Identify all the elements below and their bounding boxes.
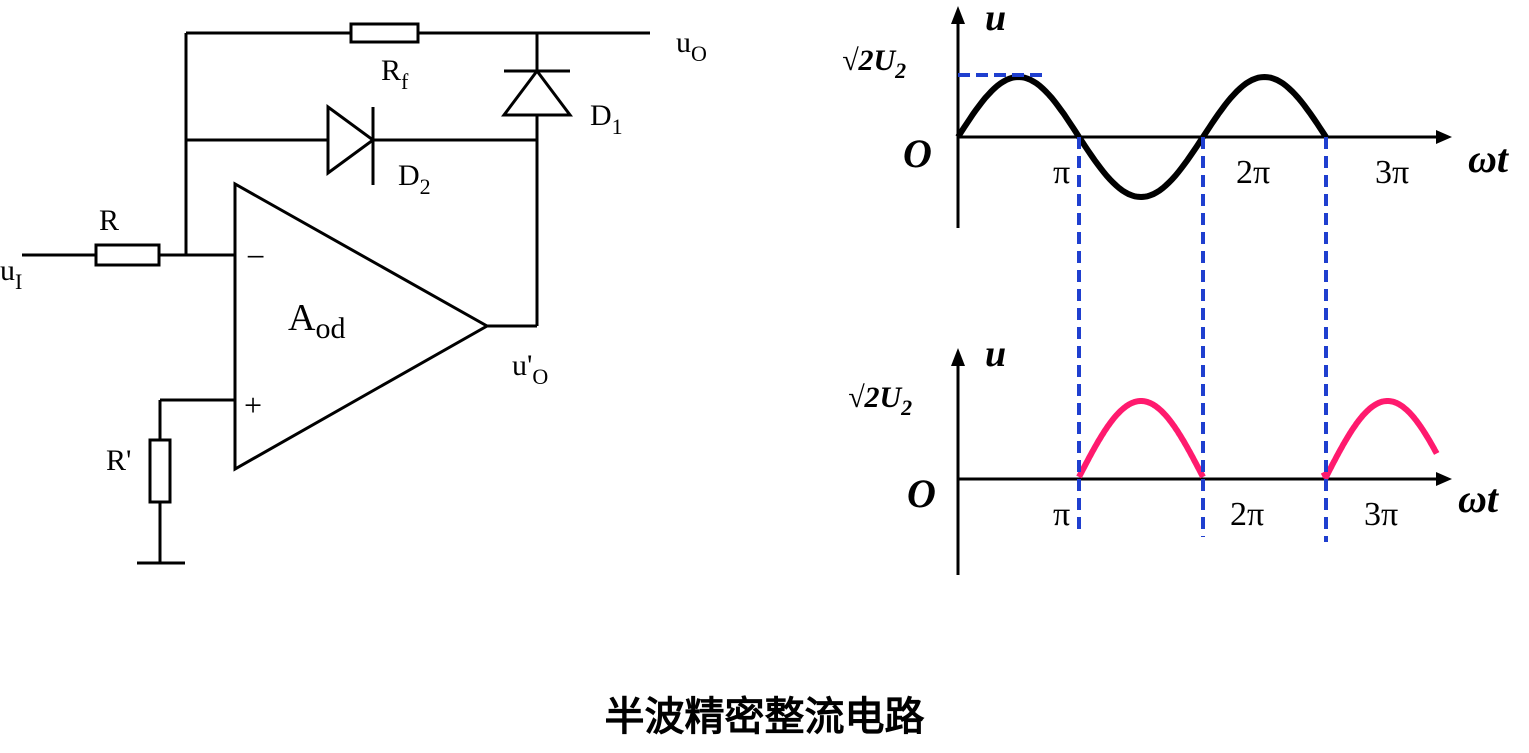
top-y-axis-label: u <box>985 0 1006 39</box>
bottom-output-wave-1 <box>1076 398 1206 479</box>
top-amplitude-label: √2U2 <box>842 44 906 83</box>
circuit <box>22 22 650 565</box>
minus-sign: − <box>246 239 265 276</box>
phase-guides <box>1077 137 1328 542</box>
diode-d2 <box>326 104 376 185</box>
opamp-output-label: u'O <box>512 349 548 389</box>
plus-sign: + <box>244 387 262 423</box>
bottom-tick-pi: π <box>1053 496 1070 533</box>
top-tick-pi: π <box>1053 154 1070 191</box>
resistor-r <box>94 243 161 267</box>
diode-d2-label: D2 <box>398 159 431 199</box>
top-waveform <box>951 6 1452 228</box>
opamp-label: Aod <box>288 297 345 345</box>
resistor-rf-label: Rf <box>381 54 409 94</box>
top-y-arrow <box>951 6 965 24</box>
caption: 半波精密整流电路 <box>604 694 925 740</box>
bottom-y-axis-label: u <box>985 333 1006 375</box>
top-x-axis-label: ωt <box>1468 136 1510 181</box>
output-label: uO <box>676 26 707 66</box>
diode-d1-label: D1 <box>590 99 623 139</box>
resistor-r-prime <box>148 438 172 504</box>
bottom-tick-3pi: 3π <box>1364 496 1398 533</box>
bottom-origin-label: O <box>907 471 936 516</box>
diode-d1 <box>501 68 573 117</box>
resistor-r-prime-label: R' <box>106 444 131 477</box>
bottom-amplitude-label: √2U2 <box>848 381 912 420</box>
resistor-rf <box>349 22 420 44</box>
input-label: uI <box>0 254 22 294</box>
top-tick-3pi: 3π <box>1375 154 1409 191</box>
bottom-x-axis-label: ωt <box>1458 476 1500 521</box>
bottom-waveform <box>951 348 1452 575</box>
resistor-r-label: R <box>99 204 119 237</box>
bottom-y-arrow <box>951 348 965 366</box>
opamp-triangle <box>233 181 491 472</box>
top-tick-2pi: 2π <box>1236 154 1270 191</box>
top-origin-label: O <box>903 131 932 176</box>
top-x-arrow <box>1436 130 1452 144</box>
bottom-output-wave-2 <box>1320 398 1440 481</box>
bottom-x-arrow <box>1436 472 1452 486</box>
bottom-tick-2pi: 2π <box>1230 496 1264 533</box>
